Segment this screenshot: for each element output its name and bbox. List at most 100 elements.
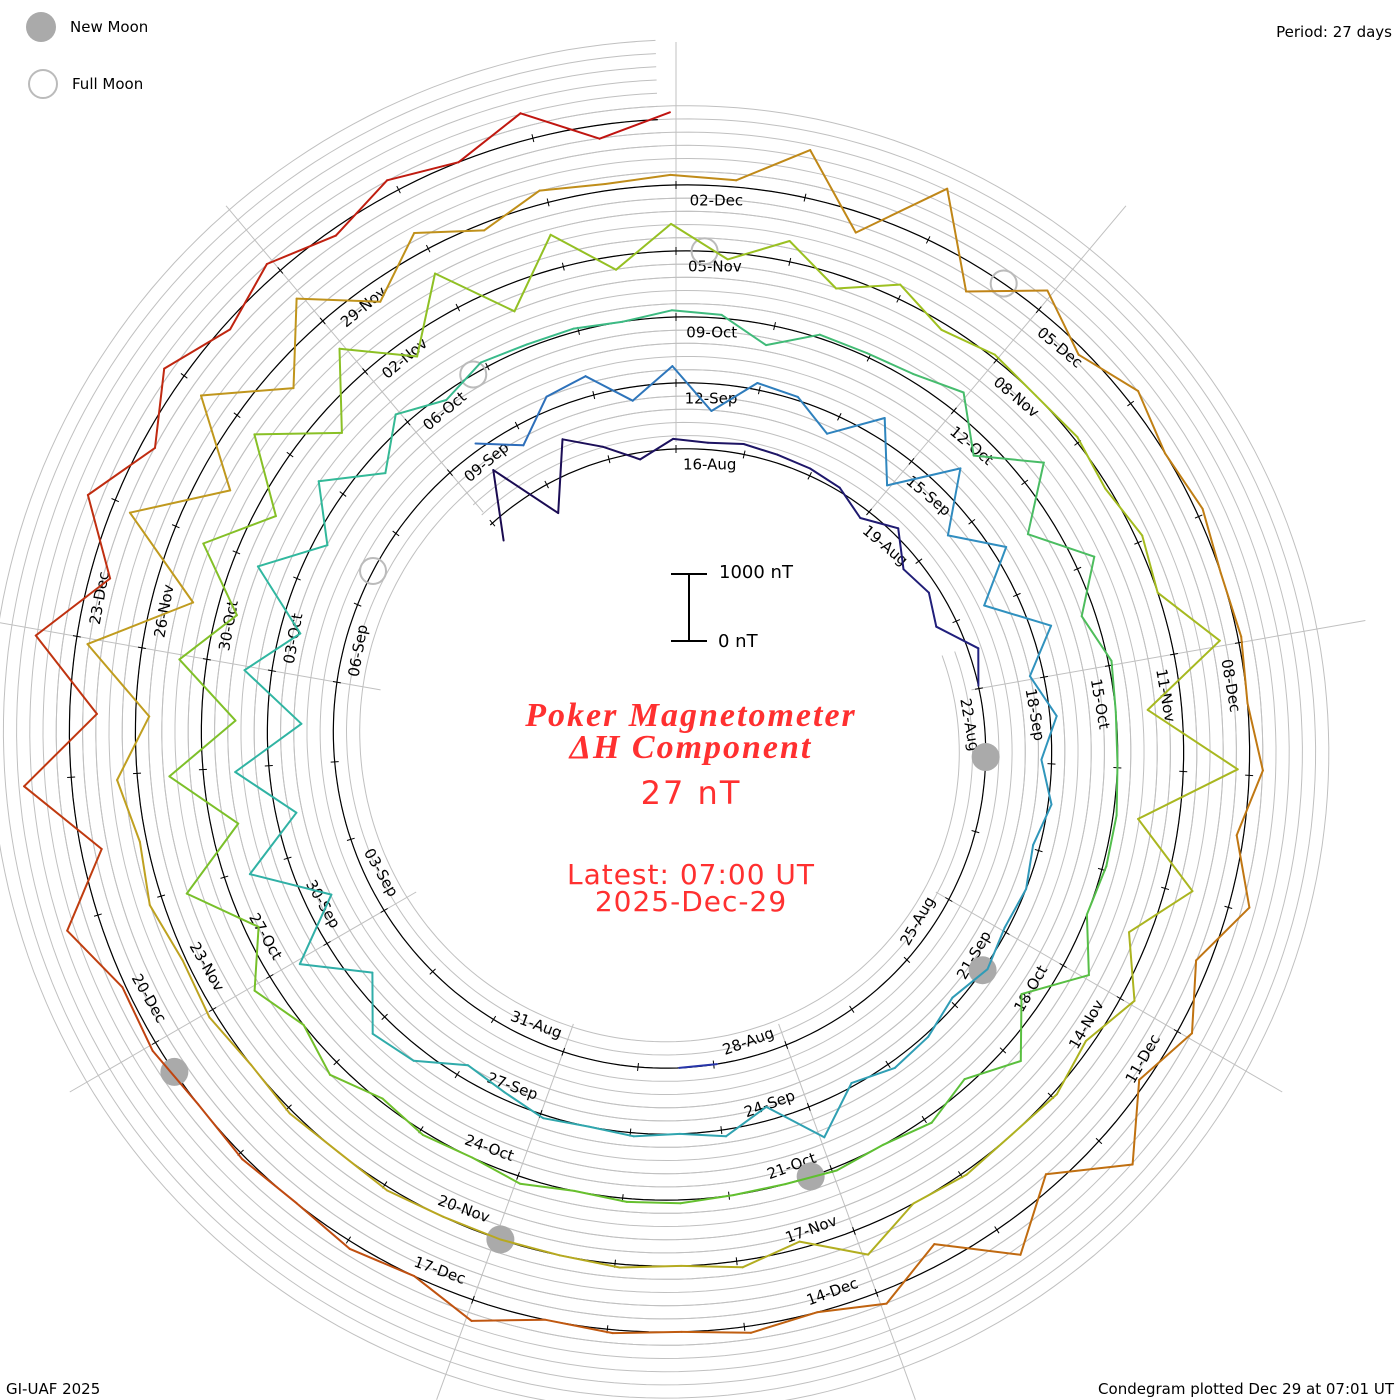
trace-segment bbox=[885, 1243, 936, 1305]
day-tick bbox=[743, 1322, 746, 1331]
trace-segment bbox=[483, 189, 541, 232]
trace-segment bbox=[178, 614, 238, 661]
trace-segment bbox=[587, 1125, 635, 1138]
trace-segment bbox=[256, 544, 329, 568]
grid-spiral bbox=[42, 92, 1277, 1360]
day-tick bbox=[1224, 905, 1233, 909]
day-tick bbox=[171, 524, 180, 529]
trace-segment bbox=[329, 1073, 384, 1100]
trace-segment bbox=[197, 1103, 244, 1161]
trace-segment bbox=[765, 1105, 826, 1139]
day-tick bbox=[404, 418, 411, 426]
day-tick bbox=[1173, 1029, 1182, 1034]
trace-segment bbox=[241, 1158, 298, 1205]
day-tick bbox=[773, 322, 776, 331]
trace-segment bbox=[34, 577, 112, 637]
trace-segment bbox=[1040, 758, 1053, 806]
day-tick bbox=[446, 469, 453, 476]
trace-segment bbox=[1105, 814, 1118, 868]
trace-segment bbox=[445, 361, 482, 401]
day-tick bbox=[925, 236, 931, 244]
trace-segment bbox=[1146, 708, 1239, 771]
trace-segment bbox=[168, 719, 237, 778]
legend-new-moon: New Moon bbox=[26, 12, 148, 42]
date-tick-label: 18-Oct bbox=[1010, 962, 1051, 1015]
day-tick bbox=[346, 837, 355, 841]
full-moon-marker bbox=[359, 556, 388, 585]
day-tick bbox=[323, 941, 331, 946]
trace-segment bbox=[229, 263, 268, 331]
trace-segment bbox=[1138, 1032, 1193, 1081]
trace-segment bbox=[756, 382, 799, 398]
trace-segment bbox=[963, 1060, 1022, 1081]
trace-segment bbox=[128, 511, 195, 604]
day-tick bbox=[1059, 963, 1067, 968]
day-tick bbox=[267, 669, 276, 672]
trace-segment bbox=[413, 1275, 473, 1322]
trace-segment bbox=[292, 297, 298, 390]
date-tick-label: 11-Dec bbox=[1122, 1031, 1164, 1086]
trace-segment bbox=[168, 775, 240, 825]
trace-segment bbox=[912, 372, 965, 394]
day-tick bbox=[353, 602, 362, 607]
trace-segment bbox=[434, 272, 516, 313]
trace-segment bbox=[899, 283, 943, 331]
day-tick bbox=[93, 913, 102, 917]
trace-segment bbox=[545, 375, 587, 398]
day-tick bbox=[425, 244, 431, 253]
radial-grid-line bbox=[69, 891, 417, 1093]
day-tick bbox=[1021, 479, 1029, 486]
trace-segment bbox=[66, 929, 124, 989]
trace-segment bbox=[678, 1063, 718, 1069]
trace-segment bbox=[1137, 390, 1166, 455]
day-tick bbox=[903, 956, 911, 963]
day-tick bbox=[286, 451, 294, 458]
trace-segment bbox=[253, 925, 260, 992]
day-tick bbox=[332, 681, 341, 684]
trace-segment bbox=[1219, 572, 1243, 638]
trace-segment bbox=[234, 722, 303, 773]
trace-segment bbox=[823, 1082, 853, 1139]
day-tick bbox=[381, 1013, 388, 1020]
trace-segment bbox=[23, 712, 98, 788]
trace-segment bbox=[492, 469, 560, 515]
day-tick bbox=[485, 362, 490, 371]
day-tick bbox=[994, 1226, 1000, 1234]
trace-segment bbox=[835, 1143, 885, 1172]
day-tick bbox=[266, 974, 274, 979]
day-tick bbox=[514, 421, 520, 430]
trace-segment bbox=[394, 399, 448, 416]
trace-segment bbox=[732, 1183, 787, 1197]
trace-segment bbox=[742, 443, 779, 456]
trace-segment bbox=[522, 395, 548, 447]
day-tick bbox=[1134, 540, 1142, 545]
day-tick bbox=[180, 373, 188, 379]
trace-segment bbox=[1131, 1078, 1141, 1166]
grid-spiral bbox=[29, 79, 1290, 1373]
trace-segment bbox=[672, 437, 709, 444]
trace-segment bbox=[927, 591, 938, 628]
trace-segment bbox=[337, 1151, 389, 1192]
trace-segment bbox=[726, 240, 791, 261]
trace-segment bbox=[615, 222, 672, 271]
trace-segment bbox=[1044, 1163, 1134, 1176]
trace-segment bbox=[749, 1311, 818, 1334]
baseline-spiral-path bbox=[68, 119, 1251, 1333]
trace-segment bbox=[154, 367, 166, 449]
trace-segment bbox=[912, 1173, 968, 1205]
trace-segment bbox=[816, 1302, 888, 1314]
full-moon-marker bbox=[690, 237, 719, 266]
trace-segment bbox=[850, 1066, 896, 1085]
day-tick bbox=[454, 1071, 460, 1079]
day-tick bbox=[735, 1257, 738, 1266]
trace-segment bbox=[951, 968, 989, 999]
day-tick bbox=[971, 830, 980, 834]
trace-segment bbox=[1003, 888, 1028, 929]
day-tick bbox=[392, 530, 400, 537]
date-tick-label: 20-Dec bbox=[128, 971, 170, 1026]
trace-segment bbox=[381, 1097, 424, 1136]
trace-segment bbox=[1235, 834, 1251, 909]
trace-segment bbox=[1128, 890, 1194, 934]
trace-segment bbox=[897, 527, 905, 571]
